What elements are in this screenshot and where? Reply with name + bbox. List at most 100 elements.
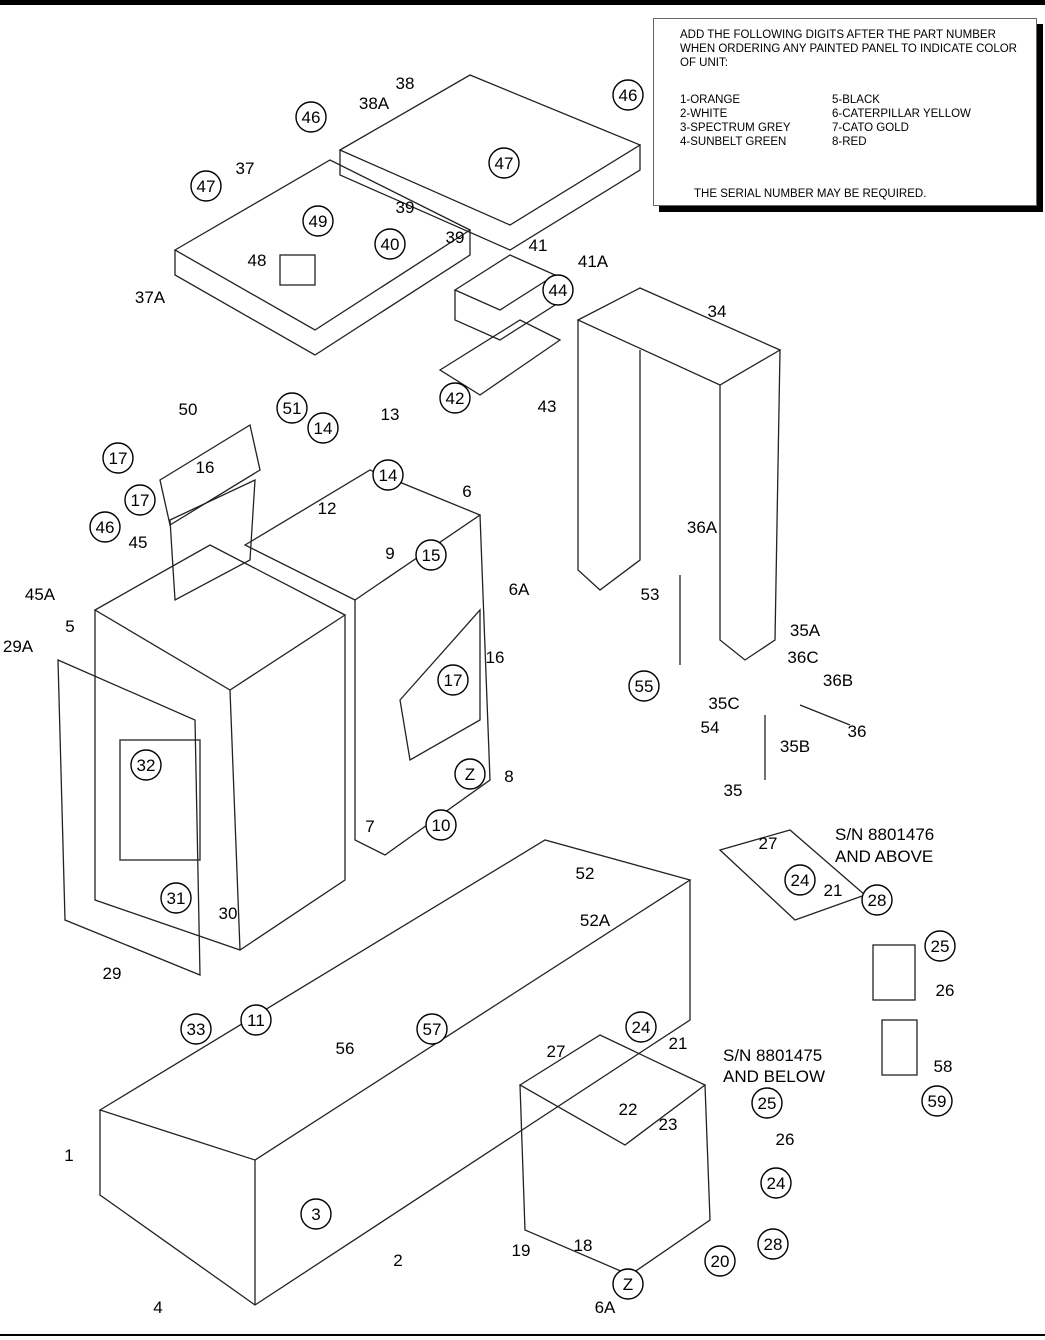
callout-label: 28 — [868, 891, 887, 910]
callout-label: 58 — [934, 1057, 953, 1076]
callout-label: 37A — [135, 288, 166, 307]
callout-35C: 35C — [708, 694, 739, 713]
callout-label: 33 — [187, 1020, 206, 1039]
callout-17: 17 — [437, 664, 469, 696]
callout-label: 29 — [103, 964, 122, 983]
callout-4: 4 — [153, 1298, 162, 1317]
callout-52A: 52A — [580, 911, 611, 930]
color-code: 6-CATERPILLAR YELLOW — [832, 108, 971, 120]
callout-label: 36 — [848, 722, 867, 741]
callout-58: 58 — [934, 1057, 953, 1076]
callout-17: 17 — [102, 442, 134, 474]
callout-label: 59 — [928, 1092, 947, 1111]
callout-26: 26 — [936, 981, 955, 1000]
bracket-assembly-upper — [718, 829, 918, 1076]
callout-30: 30 — [219, 904, 238, 923]
callout-56: 56 — [336, 1039, 355, 1058]
callout-circle — [784, 864, 816, 896]
callout-24: 24 — [760, 1167, 792, 1199]
callout-label: 52 — [576, 864, 595, 883]
callout-label: 8 — [504, 767, 513, 786]
callout-label: 24 — [767, 1174, 786, 1193]
callout-circle — [190, 170, 222, 202]
callout-label: 20 — [711, 1252, 730, 1271]
callout-label: 27 — [547, 1042, 566, 1061]
callout-32: 32 — [130, 749, 162, 781]
callout-17: 17 — [124, 484, 156, 516]
callout-48: 48 — [248, 251, 267, 270]
callout-label: 17 — [444, 671, 463, 690]
callout-label: 3 — [311, 1205, 320, 1224]
callout-label: 21 — [824, 881, 843, 900]
callout-label: 21 — [669, 1034, 688, 1053]
paint-color-note: ADD THE FOLLOWING DIGITS AFTER THE PART … — [653, 18, 1037, 206]
enclosure-5 — [93, 544, 347, 951]
callout-label: 37 — [236, 159, 255, 178]
callout-22: 22 — [619, 1100, 638, 1119]
callout-circle — [124, 484, 156, 516]
door-29 — [57, 658, 201, 976]
callout-label: 25 — [758, 1094, 777, 1113]
callout-circle — [861, 884, 893, 916]
color-code: 2-WHITE — [680, 108, 728, 120]
color-code: 3-SPECTRUM GREY — [680, 122, 791, 134]
callout-6: 6 — [462, 482, 471, 501]
callout-44: 44 — [542, 274, 574, 306]
callout-label: 36A — [687, 518, 718, 537]
callout-label: 19 — [512, 1241, 531, 1260]
callout-circle — [924, 930, 956, 962]
top-cover-38 — [338, 74, 642, 251]
callout-circle — [760, 1167, 792, 1199]
callout-label: 17 — [131, 491, 150, 510]
callout-label: 36B — [823, 671, 853, 690]
callout-36C: 36C — [787, 648, 818, 667]
callout-circle — [89, 511, 121, 543]
callout-circle — [628, 670, 660, 702]
callout-label: 42 — [446, 389, 465, 408]
callout-38A: 38A — [359, 94, 390, 113]
callout-circle — [439, 382, 471, 414]
callout-1: 1 — [64, 1146, 73, 1165]
callout-24: 24 — [784, 864, 816, 896]
callout-label: 6 — [462, 482, 471, 501]
callout-25: 25 — [751, 1087, 783, 1119]
callout-label: 17 — [109, 449, 128, 468]
callout-41A: 41A — [578, 252, 609, 271]
callout-label: 35B — [780, 737, 810, 756]
callout-circle — [130, 749, 162, 781]
callout-20: 20 — [704, 1245, 736, 1277]
callout-23: 23 — [659, 1115, 678, 1134]
callout-label: 46 — [302, 108, 321, 127]
callout-label: 1 — [64, 1146, 73, 1165]
callout-label: 26 — [936, 981, 955, 1000]
callout-circle — [307, 412, 339, 444]
callout-label: 30 — [219, 904, 238, 923]
callout-circle — [240, 1004, 272, 1036]
callout-label: 31 — [167, 889, 186, 908]
callout-31: 31 — [160, 882, 192, 914]
callout-36A: 36A — [687, 518, 718, 537]
callout-label: 27 — [759, 834, 778, 853]
callout-circle — [102, 442, 134, 474]
callout-label: 41A — [578, 252, 609, 271]
callout-circle — [276, 392, 308, 424]
callout-circle — [415, 539, 447, 571]
callout-label: 34 — [708, 302, 727, 321]
callout-11: 11 — [240, 1004, 272, 1036]
callout-25: 25 — [924, 930, 956, 962]
callout-label: 44 — [549, 281, 568, 300]
base-frame — [98, 839, 692, 1306]
callout-26: 26 — [776, 1130, 795, 1149]
callout-label: 54 — [701, 718, 720, 737]
callout-label: 35A — [790, 621, 821, 640]
top-cover-37 — [173, 159, 472, 356]
callout-33: 33 — [180, 1013, 212, 1045]
callout-label: 57 — [423, 1020, 442, 1039]
callout-label: 16 — [196, 458, 215, 477]
callout-label: Z — [623, 1275, 633, 1294]
color-code: 5-BLACK — [832, 94, 880, 106]
callout-50: 50 — [179, 400, 198, 419]
callout-label: 51 — [283, 399, 302, 418]
callout-16: 16 — [196, 458, 215, 477]
